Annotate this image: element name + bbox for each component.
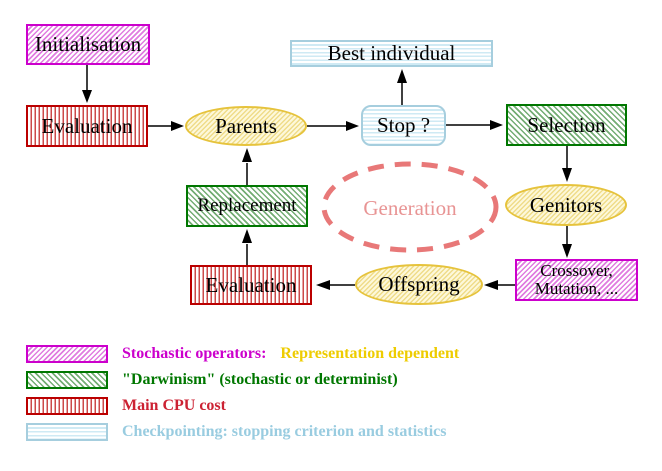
crossover-line2: Mutation, ... — [534, 279, 619, 298]
node-stop: Stop ? — [361, 105, 446, 146]
arrow-offspring-to-evaluation — [316, 280, 355, 290]
legend-row-stochastic: Stochastic operators: Representation dep… — [26, 345, 459, 363]
legend-row-darwinism: "Darwinism" (stochastic or determinist) — [26, 371, 398, 389]
legend-label-representation-dependent: Representation dependent — [280, 345, 460, 362]
node-selection: Selection — [506, 104, 627, 146]
legend-label-darwinism: "Darwinism" (stochastic or determinist) — [122, 371, 398, 388]
node-offspring: Offspring — [355, 264, 483, 305]
generation-label: Generation — [363, 195, 457, 220]
arrow-evaluation-to-parents — [148, 121, 184, 131]
arrow-genitors-to-crossover — [562, 226, 572, 258]
node-replacement: Replacement — [186, 185, 308, 227]
legend-swatch-darwinism — [26, 371, 108, 389]
legend-swatch-cpu-cost — [26, 397, 108, 415]
crossover-line1: Crossover, — [540, 261, 613, 281]
node-best-individual: Best individual — [290, 40, 493, 67]
node-evaluation-bottom: Evaluation — [190, 265, 312, 305]
arrow-crossover-to-offspring — [484, 280, 516, 290]
arrow-parents-to-stop — [307, 121, 359, 131]
arrow-stop-to-best-individual — [397, 69, 407, 105]
legend-swatch-checkpointing — [26, 423, 108, 441]
node-genitors: Genitors — [505, 184, 627, 226]
generation-loop-ellipse — [321, 161, 499, 253]
legend-label-checkpointing: Checkpointing: stopping criterion and st… — [122, 423, 447, 440]
node-parents: Parents — [185, 106, 307, 146]
arrow-stop-to-selection — [446, 120, 503, 130]
node-initialisation: Initialisation — [26, 24, 150, 65]
legend-row-cpu-cost: Main CPU cost — [26, 397, 226, 415]
legend-label-stochastic-operators: Stochastic operators: — [122, 345, 267, 362]
legend-row-checkpointing: Checkpointing: stopping criterion and st… — [26, 423, 446, 441]
legend-label-cpu-cost: Main CPU cost — [122, 397, 226, 414]
legend-swatch-stochastic-operators — [26, 345, 108, 363]
arrow-initialisation-to-evaluation — [82, 65, 92, 103]
arrow-selection-to-genitors — [562, 146, 572, 182]
node-crossover-mutation: Crossover, Mutation, ... — [515, 259, 638, 301]
arrow-evaluation-to-replacement — [242, 229, 252, 265]
arrow-replacement-to-parents — [242, 148, 252, 185]
node-evaluation-top: Evaluation — [26, 105, 148, 147]
